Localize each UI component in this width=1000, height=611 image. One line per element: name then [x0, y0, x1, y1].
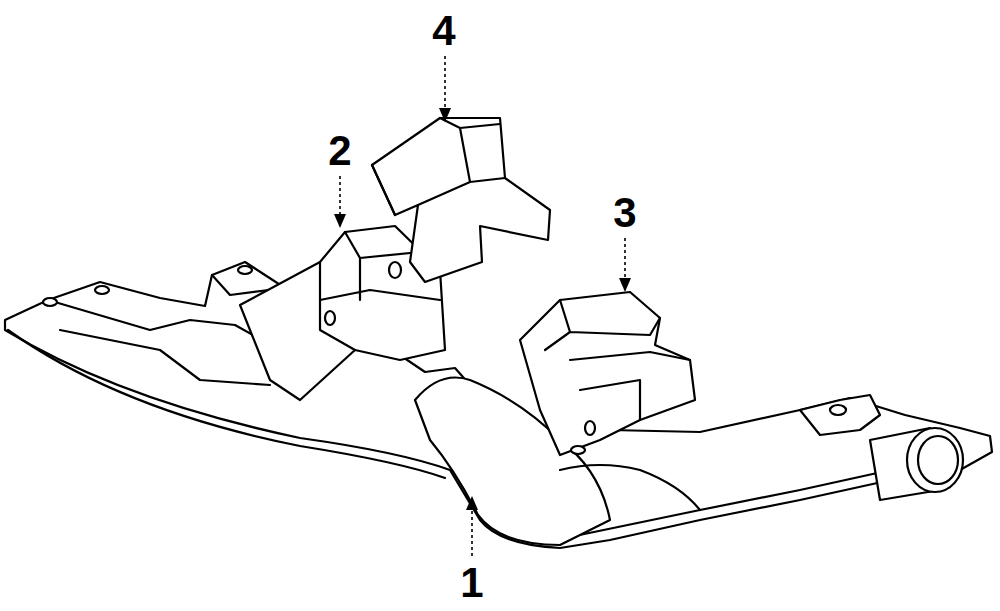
callout-number: 3: [613, 192, 636, 234]
callout-number: 2: [328, 130, 351, 172]
leader-line: [444, 56, 446, 110]
leader-line: [471, 508, 473, 556]
bolt-hole: [325, 311, 335, 325]
bolt-hole: [585, 421, 595, 435]
leader-arrowhead: [334, 214, 346, 228]
mount-3-detail: [545, 300, 690, 420]
bracket-4-detail: [372, 118, 505, 215]
rib: [60, 330, 270, 385]
leader-line: [624, 238, 626, 280]
bracket-4: [372, 118, 550, 282]
crossmember: [5, 262, 992, 548]
callout-number: 1: [460, 562, 483, 604]
tube-edge: [560, 465, 700, 510]
callout-number: 4: [432, 10, 455, 52]
bolt-hole: [571, 446, 585, 454]
leader-arrowhead: [466, 496, 478, 510]
leader-line: [339, 176, 341, 216]
tube-end-inner: [918, 436, 958, 484]
bolt-hole: [389, 262, 401, 278]
bolt-hole: [238, 266, 252, 274]
tube-end: [907, 428, 963, 492]
mount-3: [520, 292, 695, 455]
flange-edge: [565, 468, 900, 538]
bolt-hole: [830, 405, 846, 415]
bolt-hole: [95, 286, 109, 294]
leader-arrowhead: [439, 108, 451, 122]
right-pad: [800, 395, 880, 435]
bolt-hole: [43, 298, 57, 306]
leader-arrowhead: [619, 278, 631, 292]
